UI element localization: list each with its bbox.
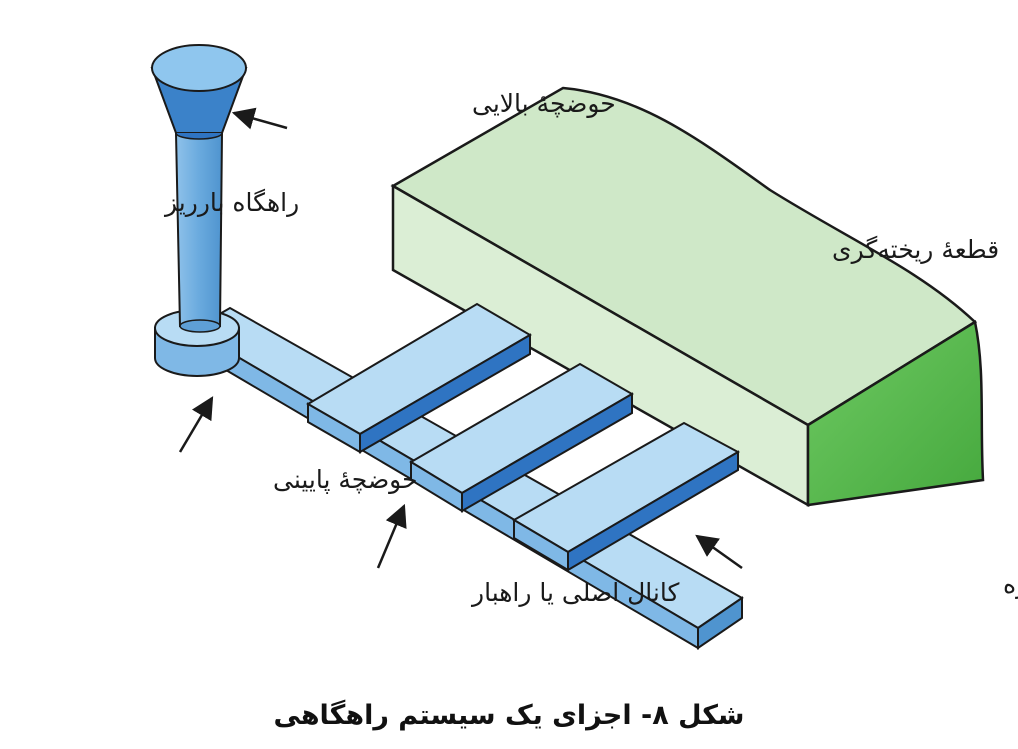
arrow-sprue-well bbox=[178, 396, 214, 453]
label-sprue: راهگاه بارریز bbox=[163, 188, 299, 217]
runner-end-face bbox=[697, 596, 743, 650]
label-runner: کانال اصلی یا راهبار bbox=[470, 578, 679, 607]
label-sprue-well: حوضچهٔ پایینی bbox=[273, 465, 418, 494]
pouring-cup bbox=[150, 44, 248, 140]
figure-caption: شکل ۸- اجزای یک سیستم راهگاهی bbox=[274, 699, 745, 731]
ingate-3 bbox=[512, 421, 741, 572]
sprue bbox=[174, 132, 224, 333]
arrow-ingate bbox=[695, 534, 743, 570]
casting-side-face bbox=[806, 320, 985, 507]
label-pouring-cup: حوضچهٔ بالایی bbox=[472, 89, 616, 118]
label-casting: قطعهٔ ریخته‌گری bbox=[832, 235, 999, 264]
casting-block bbox=[390, 86, 985, 508]
ingate-2 bbox=[409, 362, 634, 513]
leader-arrows bbox=[178, 107, 743, 570]
arrow-runner bbox=[376, 503, 407, 569]
ingate-1 bbox=[306, 302, 532, 454]
casting-top-face bbox=[390, 86, 978, 427]
arrow-pouring-cup bbox=[231, 107, 288, 130]
